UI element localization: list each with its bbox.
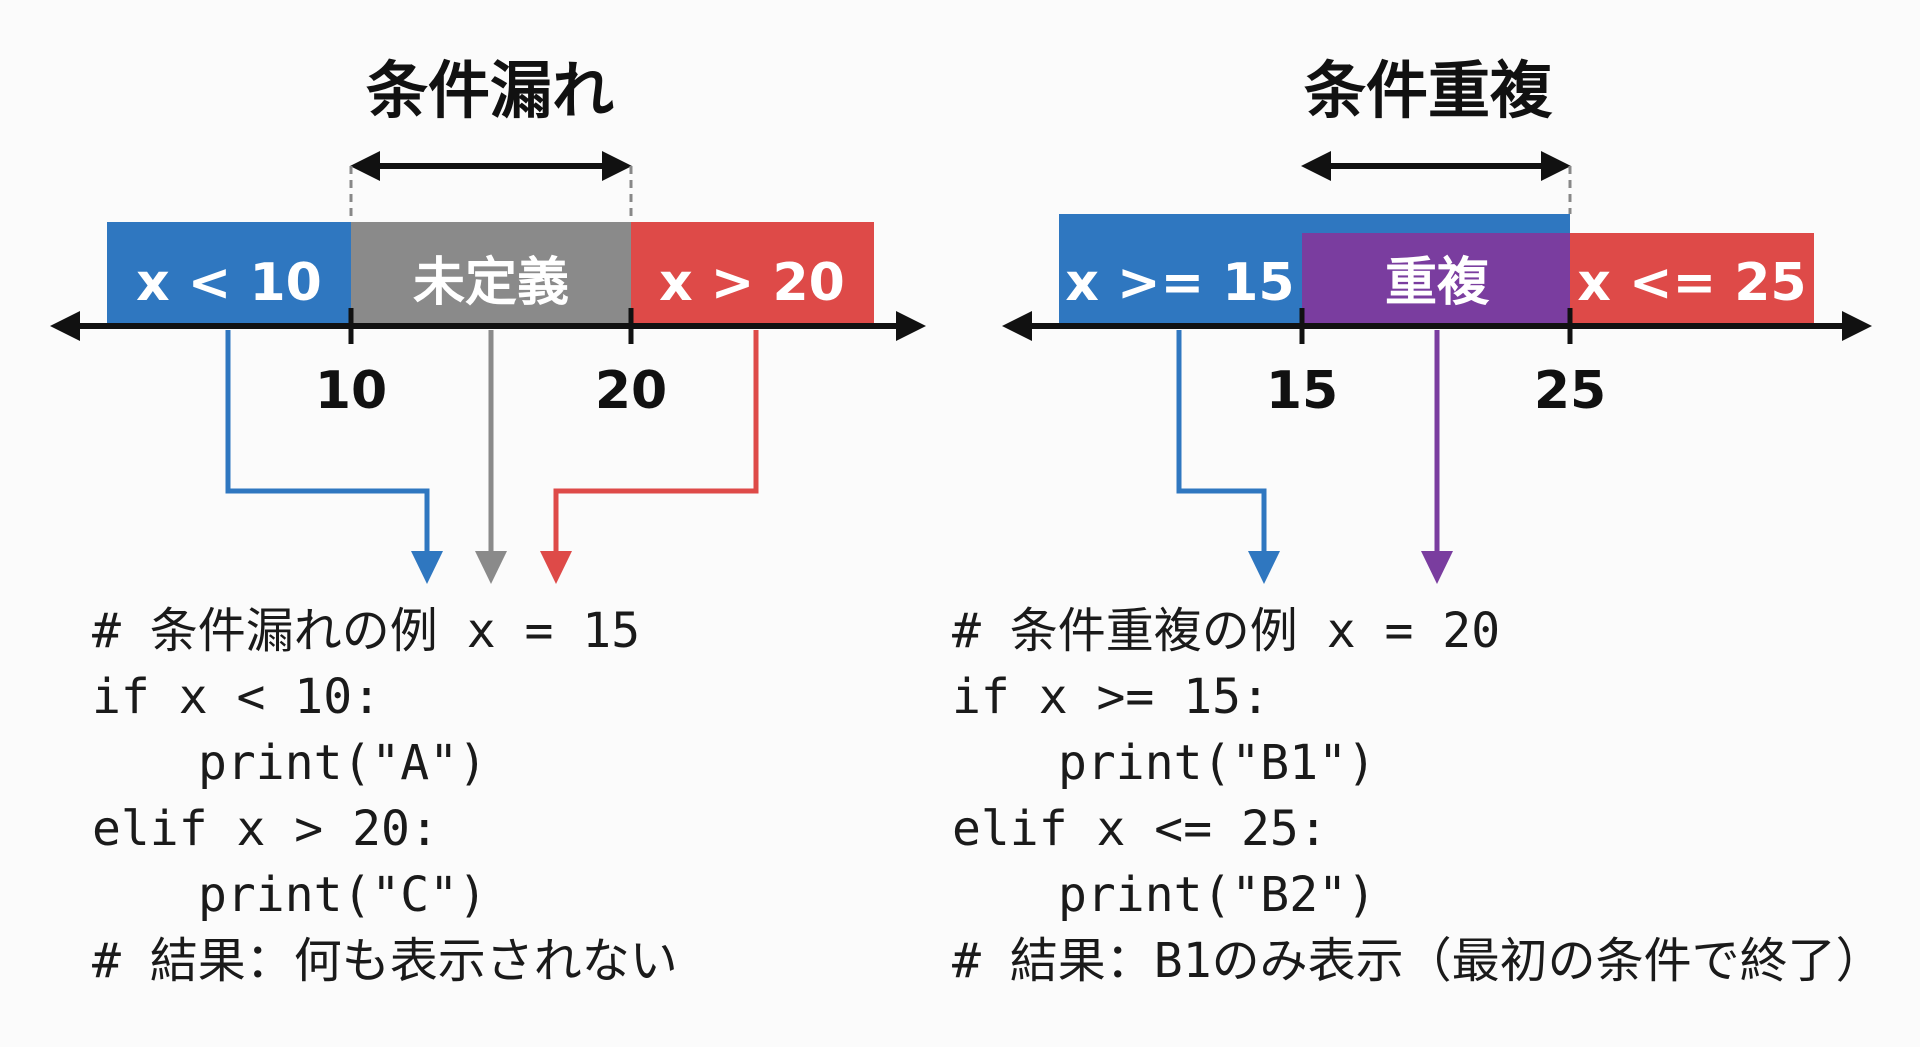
left-panel: 条件漏れ x < 10 未定義 x > 20 10 20 — [50, 54, 926, 584]
right-tick-label-15: 15 — [1266, 361, 1338, 421]
right-segment-label-overlap: 重複 — [1385, 253, 1490, 313]
left-segment-label-undefined: 未定義 — [413, 253, 569, 313]
right-segment-label-ge15: x >= 15 — [1065, 253, 1294, 313]
code-line: if x >= 15: — [952, 669, 1270, 725]
code-line: print("A") — [198, 735, 487, 791]
left-segment-gt20 — [631, 222, 874, 326]
right-segment-label-le25: x <= 25 — [1577, 253, 1806, 313]
left-arrowhead-red — [540, 551, 572, 584]
code-line: print("C") — [198, 867, 487, 923]
code-line: # 結果：B1のみ表示（最初の条件で終了） — [952, 933, 1884, 989]
left-segment-label-lt10: x < 10 — [136, 253, 322, 313]
code-line: elif x > 20: — [92, 801, 439, 857]
code-line: print("B2") — [1058, 867, 1376, 923]
code-line: # 結果：何も表示されない — [92, 933, 678, 989]
left-connector-blue — [225, 330, 430, 556]
left-arrowhead-gray — [475, 551, 507, 584]
right-connector-blue — [1176, 330, 1267, 556]
right-title: 条件重複 — [1304, 54, 1553, 127]
left-code-block: # 条件漏れの例 x = 15 if x < 10: print("A") elif … — [92, 598, 678, 994]
code-line: # 条件重複の例 x = 20 — [952, 603, 1501, 659]
right-panel: 条件重複 x >= 15 重複 x <= 25 15 25 — [1002, 54, 1872, 584]
right-segment-overlap — [1302, 233, 1570, 326]
left-segment-label-gt20: x > 20 — [659, 253, 845, 313]
code-line: elif x <= 25: — [952, 801, 1328, 857]
right-arrowhead-blue — [1248, 551, 1280, 584]
left-tick-label-20: 20 — [595, 361, 667, 421]
code-line: if x < 10: — [92, 669, 381, 725]
right-segment-le25 — [1570, 233, 1814, 326]
right-code-block: # 条件重複の例 x = 20 if x >= 15: print("B1") eli… — [952, 598, 1884, 994]
left-segment-undefined — [351, 222, 631, 326]
left-connector-red — [553, 330, 759, 556]
right-arrowhead-purple — [1421, 551, 1453, 584]
code-line: print("B1") — [1058, 735, 1376, 791]
right-tick-label-25: 25 — [1534, 361, 1606, 421]
code-line: # 条件漏れの例 x = 15 — [92, 603, 641, 659]
left-tick-label-10: 10 — [315, 361, 387, 421]
left-segment-lt10 — [107, 222, 351, 326]
left-arrowhead-blue — [411, 551, 443, 584]
left-title: 条件漏れ — [366, 54, 614, 127]
